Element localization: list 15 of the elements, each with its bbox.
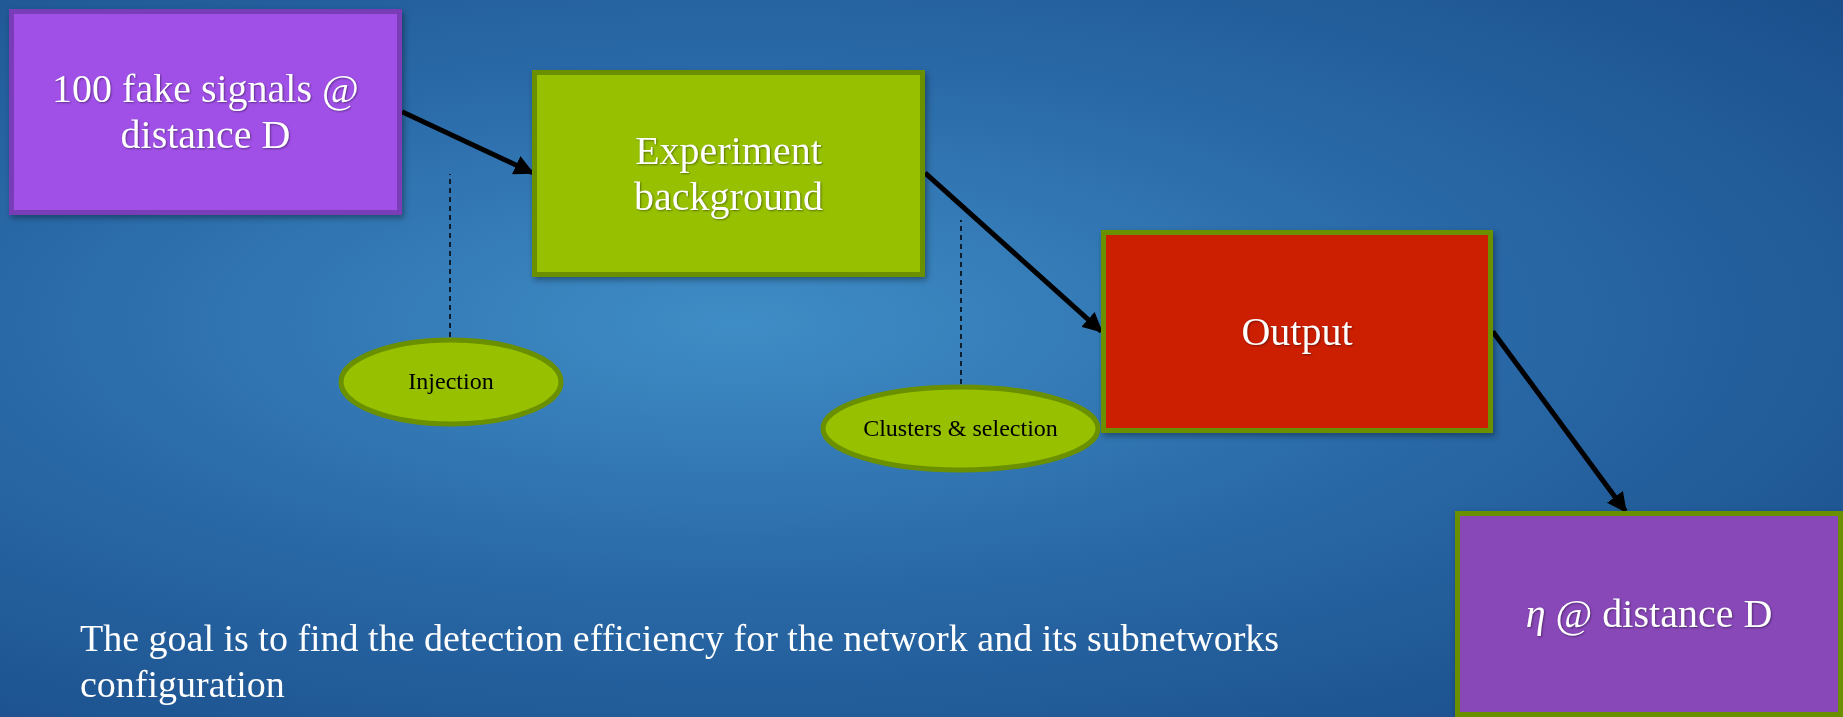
node-text: η @ distance D: [1525, 591, 1773, 637]
process-box: [1455, 511, 1843, 717]
node-text: Injection: [408, 368, 494, 396]
node-text: Experiment background: [633, 127, 824, 220]
process-box: [532, 70, 925, 277]
leader-line: [960, 219, 962, 385]
node-text: 100 fake signals @ distance D: [51, 66, 360, 158]
ellipse-node: [338, 337, 564, 427]
node-text: Output: [1241, 308, 1353, 355]
node-text: Clusters & selection: [863, 414, 1058, 443]
process-box: [1101, 230, 1493, 433]
leader-line: [449, 173, 451, 338]
ellipse-node: [820, 384, 1101, 473]
note-text: The goal is to find the detection efficiency for the network and its subnetworks configuration: [80, 616, 1280, 707]
process-box: [9, 9, 402, 215]
